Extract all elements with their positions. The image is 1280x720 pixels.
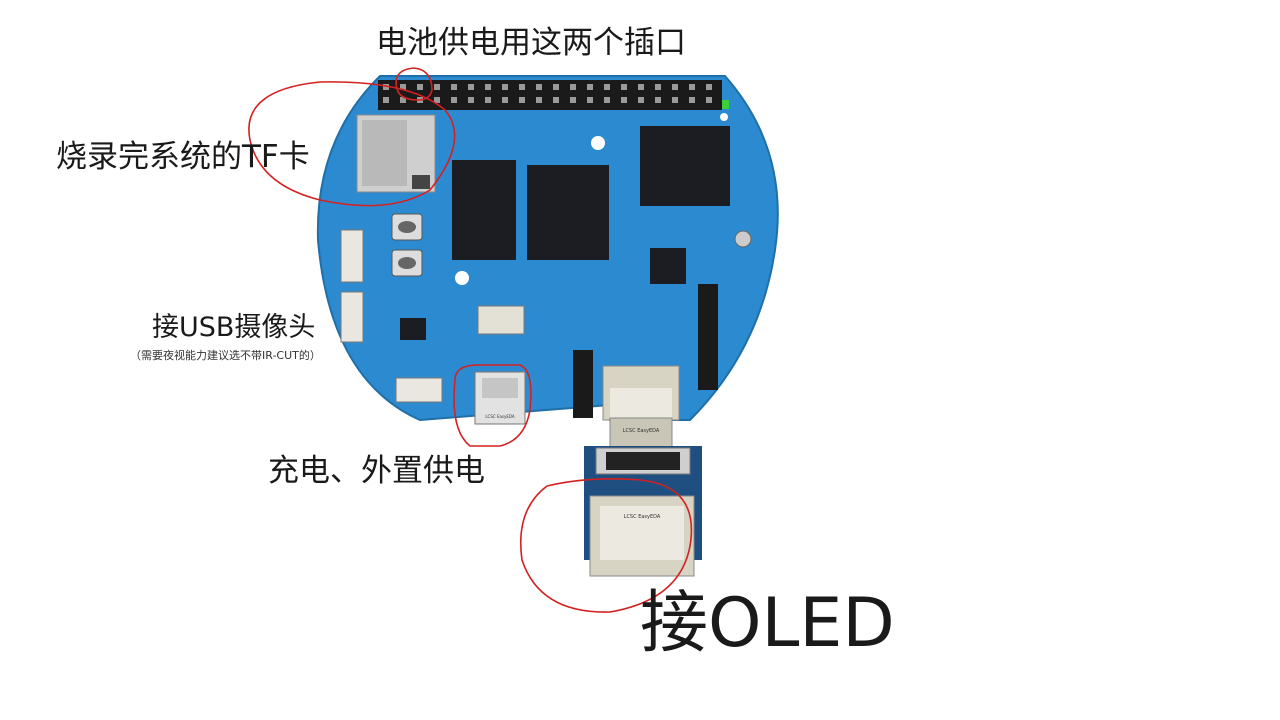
header-pin	[400, 97, 406, 103]
header-pin	[689, 84, 695, 90]
hdmi-adapter-board: LCSC EasyEDA	[584, 446, 702, 577]
side-connector	[395, 377, 443, 403]
header-pin	[485, 97, 491, 103]
flash-chip	[640, 126, 730, 206]
header-pin	[570, 84, 576, 90]
header-pin	[672, 84, 678, 90]
usbc-silkscreen: LCSC EasyEDA	[485, 414, 515, 419]
header-pin	[689, 97, 695, 103]
soc-chip	[527, 165, 609, 260]
annotation-strokes	[248, 67, 693, 613]
header-pin	[502, 97, 508, 103]
camera-connector	[340, 229, 364, 283]
header-pin	[706, 84, 712, 90]
header-pin	[417, 84, 423, 90]
gpio-header	[378, 80, 722, 110]
header-pin	[383, 97, 389, 103]
header-pin	[672, 97, 678, 103]
mounting-hole	[720, 113, 728, 121]
small-chip	[400, 318, 426, 340]
header-pin	[519, 97, 525, 103]
header-pin	[638, 97, 644, 103]
header-pin	[553, 97, 559, 103]
usb-camera-annotation: 接USB摄像头	[152, 312, 316, 343]
header-pin	[655, 97, 661, 103]
header-pin	[570, 97, 576, 103]
tf-card-annotation: 烧录完系统的TF卡	[56, 139, 310, 175]
small-chip	[650, 248, 686, 284]
header-pin	[536, 97, 542, 103]
status-led	[722, 100, 729, 109]
usbc-connector: LCSC EasyEDA	[474, 371, 526, 425]
mounting-hole	[455, 271, 469, 285]
hdmi-silkscreen: LCSC EasyEDA	[623, 428, 660, 434]
header-pin	[706, 97, 712, 103]
header-pin	[655, 84, 661, 90]
header-pin	[468, 84, 474, 90]
side-header	[698, 284, 718, 390]
header-pin	[434, 84, 440, 90]
side-header	[573, 350, 593, 418]
small-connector	[477, 305, 525, 335]
header-pin	[502, 84, 508, 90]
header-pin	[383, 84, 389, 90]
header-pin	[536, 84, 542, 90]
header-pin	[400, 84, 406, 90]
header-pin	[451, 84, 457, 90]
header-pin	[451, 97, 457, 103]
tf-card-slot	[356, 114, 436, 193]
camera-connector	[340, 291, 364, 343]
header-pin	[604, 97, 610, 103]
charging-annotation: 充电、外置供电	[268, 453, 485, 489]
header-pin	[485, 84, 491, 90]
antenna-connector	[734, 230, 752, 248]
hdmi-connector: LCSC EasyEDA	[602, 365, 680, 449]
header-pin	[621, 84, 627, 90]
header-pin	[587, 84, 593, 90]
header-pin	[621, 97, 627, 103]
oled-annotation: 接OLED	[640, 584, 895, 663]
header-pin	[604, 84, 610, 90]
battery-annotation: 电池供电用这两个插口	[376, 25, 686, 61]
header-pin	[434, 97, 440, 103]
header-pin	[587, 97, 593, 103]
usb-camera-note: （需要夜视能力建议选不带IR-CUT的）	[130, 349, 321, 362]
ram-chip	[452, 160, 516, 260]
header-pin	[519, 84, 525, 90]
mounting-hole	[591, 136, 605, 150]
adapter-silkscreen: LCSC EasyEDA	[624, 514, 661, 520]
header-pin	[468, 97, 474, 103]
header-pin	[638, 84, 644, 90]
header-pin	[553, 84, 559, 90]
